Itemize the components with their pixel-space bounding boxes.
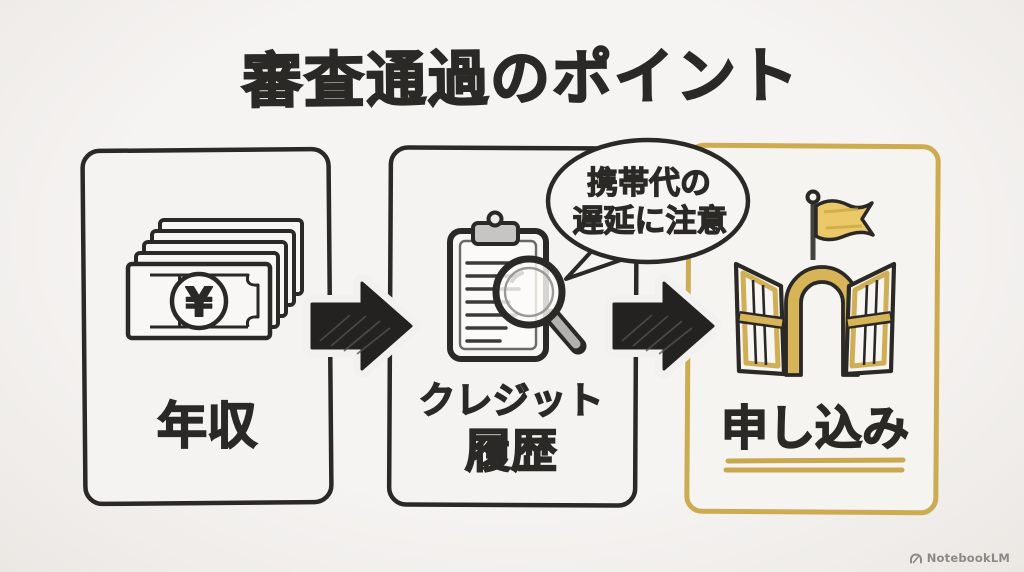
speech-bubble (545, 137, 751, 281)
clipboard-magnifier-icon (447, 210, 587, 362)
clipboard-ring (486, 210, 504, 228)
speech-bubble-text-line2: 遅延に注意 (572, 203, 728, 240)
arrow-right-icon (303, 274, 420, 378)
gate-door-left (733, 261, 787, 377)
flag (814, 199, 875, 242)
flag-pole-knob (805, 189, 821, 205)
credit-history-label-line1: クレジット (418, 379, 605, 422)
magnifier-icon (492, 255, 587, 355)
watermark-brand: NotebookLM (926, 551, 1010, 565)
credit-history-label-line2: 履歴 (464, 424, 558, 478)
yen-banknote-stack-icon: ¥ (125, 218, 304, 341)
page-title: 審査通過のポイント (241, 40, 802, 118)
apply-label-underline (723, 457, 906, 473)
speech-bubble-text-line1: 携帯代の (586, 165, 711, 202)
speech-bubble-body (545, 137, 751, 265)
notebooklm-logo-icon (909, 553, 922, 564)
open-gate-flag-icon (733, 189, 897, 377)
watermark: NotebookLM (909, 551, 1010, 565)
arrow-right-icon (605, 274, 722, 378)
income-step-label: 年収 (156, 397, 258, 455)
application-step-label: 申し込み (720, 401, 910, 457)
gate-door-right (843, 261, 897, 377)
credit-history-step-label: クレジット 履歴 (418, 379, 605, 478)
yen-symbol: ¥ (185, 280, 213, 326)
